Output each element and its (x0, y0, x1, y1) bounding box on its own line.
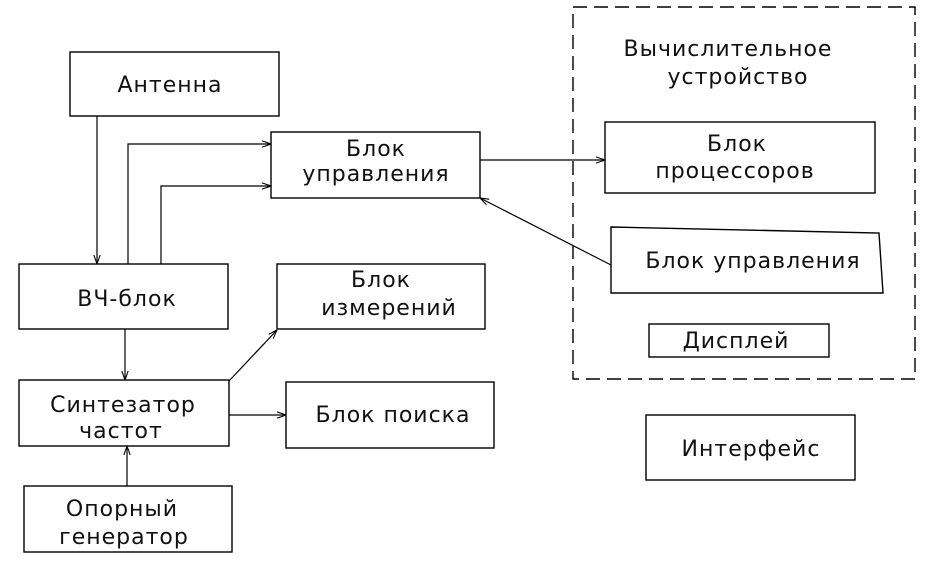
measurement-label-line2: измерений (321, 296, 457, 321)
control-label-line2: управления (302, 162, 449, 187)
antenna-label: Антенна (117, 73, 222, 98)
antenna-block (69, 51, 280, 117)
rf-block (18, 263, 229, 330)
computing-device-title-line2: устройство (668, 65, 809, 90)
rf-block-label: ВЧ-блок (77, 287, 177, 312)
measurement-block (276, 263, 486, 330)
search-label: Блок поиска (316, 403, 471, 428)
synthesizer-block (18, 379, 230, 447)
arrow-synthesizer-to-measurement (228, 330, 277, 382)
reference-oscillator-block (23, 485, 233, 553)
synthesizer-label-line2: частот (79, 419, 163, 444)
display-block (648, 323, 830, 358)
processors-block (604, 121, 876, 194)
measurement-label-line1: Блок (351, 268, 411, 293)
inner-control-label: Блок управления (645, 249, 860, 274)
inner-control-block (610, 226, 884, 294)
interface-label: Интерфейс (682, 437, 821, 462)
control-label-line1: Блок (346, 137, 406, 162)
processors-label-line1: Блок (707, 132, 767, 157)
arrow-rf-to-control-1 (127, 144, 271, 264)
computing-device-title-line1: Вычислительное (624, 37, 833, 62)
interface-block (645, 414, 856, 481)
control-block (270, 131, 481, 199)
arrow-rf-to-control-2 (160, 186, 271, 264)
computing-device-container (572, 6, 916, 380)
synthesizer-label-line1: Синтезатор (50, 393, 196, 418)
reference-oscillator-label-line2: генератор (59, 525, 189, 550)
arrow-inner-control-to-control (480, 198, 612, 266)
search-block (285, 381, 495, 449)
processors-label-line2: процессоров (655, 159, 814, 184)
reference-oscillator-label-line1: Опорный (66, 497, 178, 522)
display-label: Дисплей (683, 329, 790, 354)
